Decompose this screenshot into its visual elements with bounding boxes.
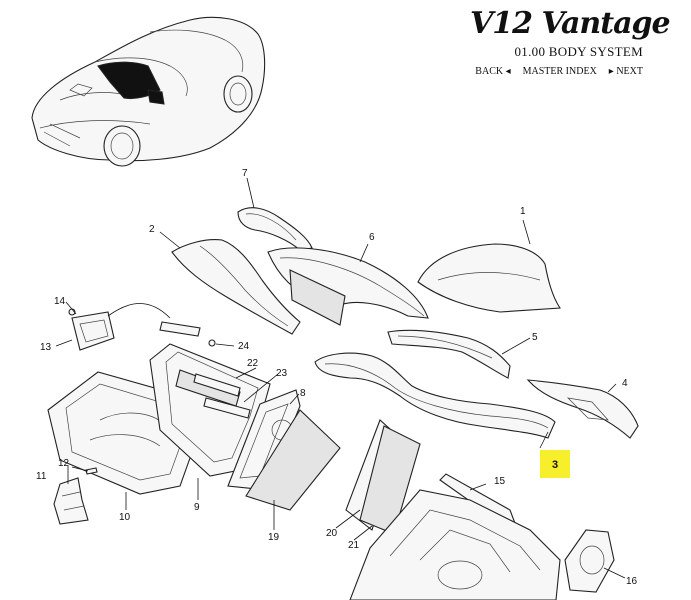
callout-2[interactable]: 2 xyxy=(149,224,155,235)
callout-4[interactable]: 4 xyxy=(622,378,628,389)
arrow-left-icon: ◂ xyxy=(505,66,511,77)
part-12-screw xyxy=(85,467,98,475)
callout-11[interactable]: 11 xyxy=(36,471,47,482)
callout-3[interactable]: 3 xyxy=(552,459,558,471)
brand-name: V12 Vantage xyxy=(470,6,671,41)
part-6 xyxy=(267,247,429,326)
part-24-bolt xyxy=(208,339,216,347)
leader-lines xyxy=(55,177,626,579)
part-21 xyxy=(359,425,421,535)
part-2 xyxy=(171,239,301,335)
part-1 xyxy=(417,243,561,313)
part-9 xyxy=(149,343,271,477)
master-index-link[interactable]: MASTER INDEX xyxy=(522,66,597,77)
callout-21[interactable]: 21 xyxy=(348,540,360,551)
callout-22[interactable]: 22 xyxy=(247,358,259,369)
callout-19[interactable]: 19 xyxy=(268,532,280,543)
callout-23[interactable]: 23 xyxy=(276,368,288,379)
callout-1[interactable]: 1 xyxy=(520,206,526,217)
callout-10[interactable]: 10 xyxy=(119,512,131,523)
part-19 xyxy=(245,409,341,511)
callout-15[interactable]: 15 xyxy=(494,476,506,487)
callout-16[interactable]: 16 xyxy=(626,576,638,587)
part-11 xyxy=(53,477,89,525)
next-link[interactable]: ▸ NEXT xyxy=(608,66,643,77)
part-22 xyxy=(193,373,241,397)
back-link[interactable]: BACK ◂ xyxy=(475,66,511,77)
part-4 xyxy=(526,379,639,439)
car-overview-illustration xyxy=(31,16,266,167)
callout-9[interactable]: 9 xyxy=(194,502,200,513)
callout-24[interactable]: 24 xyxy=(238,341,250,352)
part-16 xyxy=(564,529,615,593)
arrow-right-icon: ▸ xyxy=(608,66,614,77)
callouts: 1 2 3 4 5 6 7 8 9 10 11 12 13 14 15 16 1… xyxy=(36,168,638,587)
callout-3-highlight xyxy=(540,450,570,478)
callout-5[interactable]: 5 xyxy=(532,332,538,343)
part-13-switch xyxy=(68,303,201,351)
callout-13[interactable]: 13 xyxy=(40,342,52,353)
part-3 xyxy=(314,352,556,439)
callout-20[interactable]: 20 xyxy=(326,528,338,539)
callout-7[interactable]: 7 xyxy=(242,168,248,179)
brand-logo: V12 Vantage xyxy=(470,6,671,46)
part-23 xyxy=(203,397,251,419)
navigation-bar: BACK ◂ MASTER INDEX ▸ NEXT xyxy=(475,66,643,77)
system-title: 01.00 BODY SYSTEM xyxy=(514,44,643,59)
part-5 xyxy=(387,329,511,379)
callout-8[interactable]: 8 xyxy=(300,388,306,399)
part-tunnel-assembly xyxy=(349,489,561,600)
callout-12[interactable]: 12 xyxy=(58,458,70,469)
callout-6[interactable]: 6 xyxy=(369,232,375,243)
part-7 xyxy=(237,207,313,251)
callout-14[interactable]: 14 xyxy=(54,296,66,307)
